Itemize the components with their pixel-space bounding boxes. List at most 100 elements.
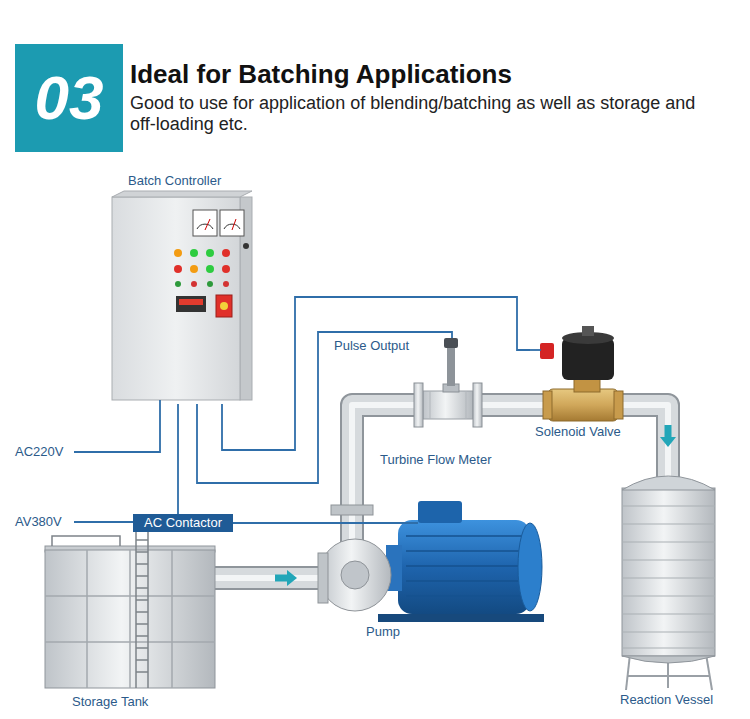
part-name: AC Contactor xyxy=(144,514,222,532)
pump xyxy=(406,550,524,552)
solenoid-valve xyxy=(548,389,618,421)
solenoid-valve xyxy=(540,326,623,421)
control-cabinet xyxy=(190,265,198,273)
pipe-highlight xyxy=(352,405,378,490)
reaction-vessel xyxy=(622,613,715,614)
pump xyxy=(518,523,542,611)
solenoid-valve xyxy=(574,378,600,392)
subtitle: Good to use for application of blending/… xyxy=(130,93,710,135)
control-cabinet xyxy=(223,281,229,287)
signal-label: Pulse Output xyxy=(332,338,411,353)
control-cabinet xyxy=(207,281,213,287)
storage-tank xyxy=(52,532,148,688)
control-cabinet xyxy=(220,302,228,310)
reaction-vessel xyxy=(622,506,715,648)
pump xyxy=(318,553,328,603)
pump xyxy=(378,614,544,622)
reaction-vessel xyxy=(622,505,715,506)
turbine-flow-meter xyxy=(423,391,473,419)
flow-arrow xyxy=(660,425,676,447)
storage-tank xyxy=(129,550,131,688)
pump xyxy=(341,561,369,589)
page-title: Ideal for Batching Applications xyxy=(130,59,512,89)
control-cabinet xyxy=(224,224,240,229)
control-cabinet xyxy=(176,296,206,312)
storage-tank xyxy=(136,647,148,649)
control-cabinet xyxy=(206,249,214,257)
solenoid-valve: Solenoid Valve xyxy=(530,320,636,444)
turbine-flow-meter xyxy=(414,338,482,427)
pipe xyxy=(222,566,316,590)
reaction-vessel xyxy=(622,595,715,596)
control-cabinet xyxy=(190,249,198,257)
storage-tank xyxy=(136,551,148,553)
pump xyxy=(331,505,373,515)
reaction-vessel xyxy=(622,656,715,663)
pipe-highlight xyxy=(222,575,316,581)
storage-tank xyxy=(171,550,173,688)
storage-tank xyxy=(45,641,215,643)
section-badge: 03 xyxy=(15,44,123,152)
pipe-connector xyxy=(636,405,676,466)
ac-contactor: AC Contactor xyxy=(133,514,233,532)
storage-tank xyxy=(147,532,149,688)
part-name: Reaction Vessel xyxy=(620,692,713,708)
turbine-flow-meter xyxy=(466,391,467,419)
supply-leader-line xyxy=(74,521,133,523)
pipe-stub xyxy=(478,402,518,408)
reaction-vessel xyxy=(622,631,715,632)
pump xyxy=(406,595,524,597)
pipe-stub xyxy=(478,393,518,417)
turbine-flow-meter xyxy=(473,383,482,427)
pipe-stub xyxy=(478,395,518,415)
reaction-vessel xyxy=(622,488,715,656)
control-cabinet xyxy=(222,265,230,273)
pipe-stub xyxy=(374,402,418,408)
pump xyxy=(406,535,524,537)
control-cabinet xyxy=(222,249,230,257)
section-number: 03 xyxy=(35,63,104,133)
control-cabinet xyxy=(191,281,197,287)
pump xyxy=(319,539,391,611)
control-cabinet xyxy=(205,219,210,230)
storage-tank: Storage Tank xyxy=(40,540,222,712)
turbine-flow-meter xyxy=(447,346,455,386)
part-name: Batch Controller xyxy=(128,173,221,189)
signal-wire-stub xyxy=(530,349,541,351)
reaction-vessel xyxy=(626,654,630,690)
control-cabinet xyxy=(220,210,244,236)
turbine-flow-meter xyxy=(414,383,423,427)
wire-connector xyxy=(222,297,530,450)
reaction-vessel xyxy=(622,577,715,578)
reaction-vessel xyxy=(622,559,715,560)
storage-tank xyxy=(136,611,148,613)
batch-controller: Batch Controller xyxy=(108,172,258,404)
pipe-body xyxy=(352,405,378,490)
storage-tank xyxy=(45,532,215,688)
reaction-vessel: Reaction Vessel xyxy=(612,466,730,712)
pipe-stub xyxy=(374,393,418,417)
solenoid-valve xyxy=(562,338,614,380)
supply-label: AV380V xyxy=(15,514,62,530)
reaction-vessel xyxy=(667,660,669,688)
storage-tank xyxy=(136,623,148,625)
part-name: Turbine Flow Meter xyxy=(380,452,492,468)
wire-connector xyxy=(178,404,179,514)
storage-tank xyxy=(45,550,215,688)
pump xyxy=(406,536,524,596)
storage-tank xyxy=(86,550,88,688)
reaction-vessel xyxy=(622,476,715,490)
storage-tank xyxy=(45,550,215,688)
signal-wire xyxy=(177,404,179,514)
solenoid-valve xyxy=(540,343,554,359)
signal-wire xyxy=(222,297,530,450)
reaction-vessel xyxy=(622,647,715,648)
wire-connector xyxy=(233,523,316,524)
supply-leader-line xyxy=(74,400,160,452)
turbine-flow-meter xyxy=(444,338,458,348)
reaction-vessel xyxy=(706,654,712,690)
reaction-vessel xyxy=(628,675,710,677)
control-cabinet xyxy=(232,219,236,230)
pipe-connector xyxy=(352,405,378,490)
